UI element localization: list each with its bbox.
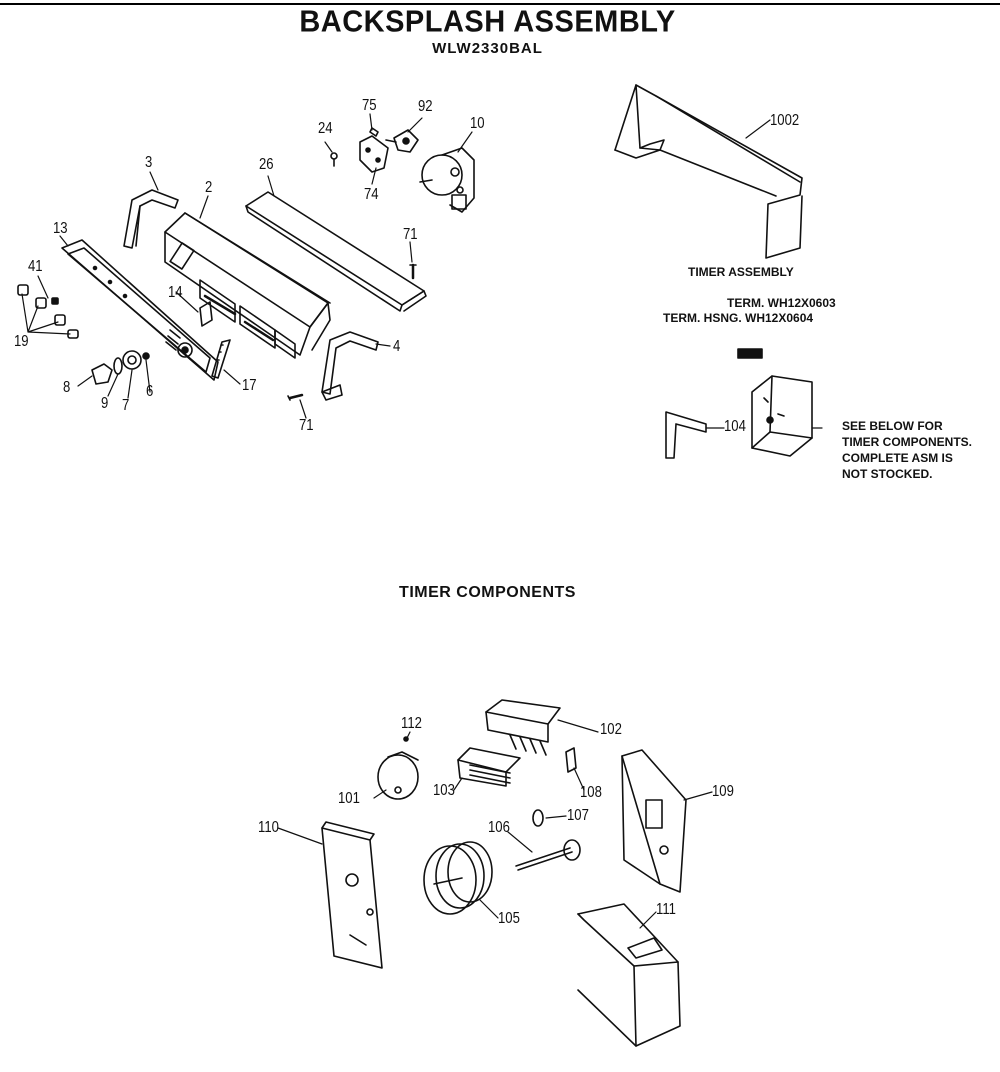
end-cap-right-part: [321, 331, 379, 401]
callout-9: 9: [101, 395, 109, 412]
end-cap-left-part: [123, 189, 179, 249]
timer-note: SEE BELOW FOR TIMER COMPONENTS. COMPLETE…: [842, 418, 972, 482]
callout-17: 17: [242, 377, 257, 394]
callout-105: 105: [498, 910, 520, 927]
buttons-part: [17, 284, 79, 339]
callout-102: 102: [600, 721, 622, 738]
plate-110-part: [321, 821, 383, 969]
motor-101-part: [377, 736, 419, 800]
page-title: BACKSPLASH ASSEMBLY: [299, 5, 676, 39]
part-14: [199, 301, 213, 327]
bracket-part: [359, 127, 389, 173]
timer-assembly-part: [751, 375, 813, 457]
callout-26: 26: [259, 156, 274, 173]
callout-71-bottom: 71: [299, 417, 314, 434]
cover-111-part: [577, 903, 681, 1047]
callout-101: 101: [338, 790, 360, 807]
top-trim-part: [245, 191, 427, 312]
callout-10: 10: [470, 115, 485, 132]
callout-74: 74: [364, 186, 379, 203]
terminal-housing-part-number: TERM. HSNG. WH12X0604: [663, 311, 814, 325]
strap-17-part: [211, 339, 231, 379]
timer-note-line-2: TIMER COMPONENTS.: [842, 435, 973, 449]
callout-109: 109: [712, 783, 734, 800]
terminal-part-number: TERM. WH12X0603: [727, 296, 836, 310]
callout-92: 92: [418, 98, 433, 115]
screw-24-part: [330, 152, 338, 167]
part-92: [385, 129, 419, 153]
callout-107: 107: [567, 807, 589, 824]
model-number: WLW2330BAL: [432, 40, 543, 57]
control-panel-part: [61, 239, 219, 381]
screws-71-part: [287, 263, 417, 401]
clip-107-part: [532, 809, 544, 827]
callout-112: 112: [401, 715, 422, 732]
timer-assembly-heading: TIMER ASSEMBLY: [688, 265, 794, 279]
part-108: [565, 747, 577, 773]
shaft-106-part: [515, 839, 581, 871]
callout-104: 104: [724, 418, 746, 435]
strip-104-part: [665, 411, 707, 459]
callout-71-top: 71: [403, 226, 418, 243]
callout-24: 24: [318, 120, 333, 137]
top-rule: [0, 3, 1000, 5]
connector-103-part: [457, 747, 521, 787]
cam-105-part: [423, 841, 493, 915]
callout-110: 110: [258, 819, 279, 836]
callout-13: 13: [53, 220, 68, 237]
callout-19: 19: [14, 333, 29, 350]
callout-7: 7: [122, 397, 130, 414]
callout-106: 106: [488, 819, 510, 836]
callout-111: 111: [656, 901, 676, 918]
timer-note-line-4: NOT STOCKED.: [842, 467, 933, 481]
callout-1002: 1002: [770, 112, 800, 129]
knob-stack-part: [91, 350, 150, 385]
switch-part: [419, 147, 475, 213]
callout-4: 4: [393, 338, 401, 355]
callout-6: 6: [146, 383, 154, 400]
timer-note-line-3: COMPLETE ASM IS: [842, 451, 953, 465]
callout-2: 2: [205, 179, 213, 196]
callout-8: 8: [63, 379, 71, 396]
shield-1002-part: [614, 84, 803, 259]
callout-14: 14: [168, 284, 183, 301]
timer-note-line-1: SEE BELOW FOR: [842, 419, 943, 433]
callout-41: 41: [28, 258, 43, 275]
callout-3: 3: [145, 154, 153, 171]
leader-lines: [21, 113, 823, 929]
connector-102-part: [485, 699, 561, 756]
callout-103: 103: [433, 782, 455, 799]
timer-components-heading: TIMER COMPONENTS: [399, 584, 576, 601]
callout-108: 108: [580, 784, 602, 801]
callout-75: 75: [362, 97, 377, 114]
backsplash-housing-part: [164, 212, 331, 359]
frame-109-part: [621, 749, 687, 893]
terminal-block-part: [737, 348, 763, 359]
